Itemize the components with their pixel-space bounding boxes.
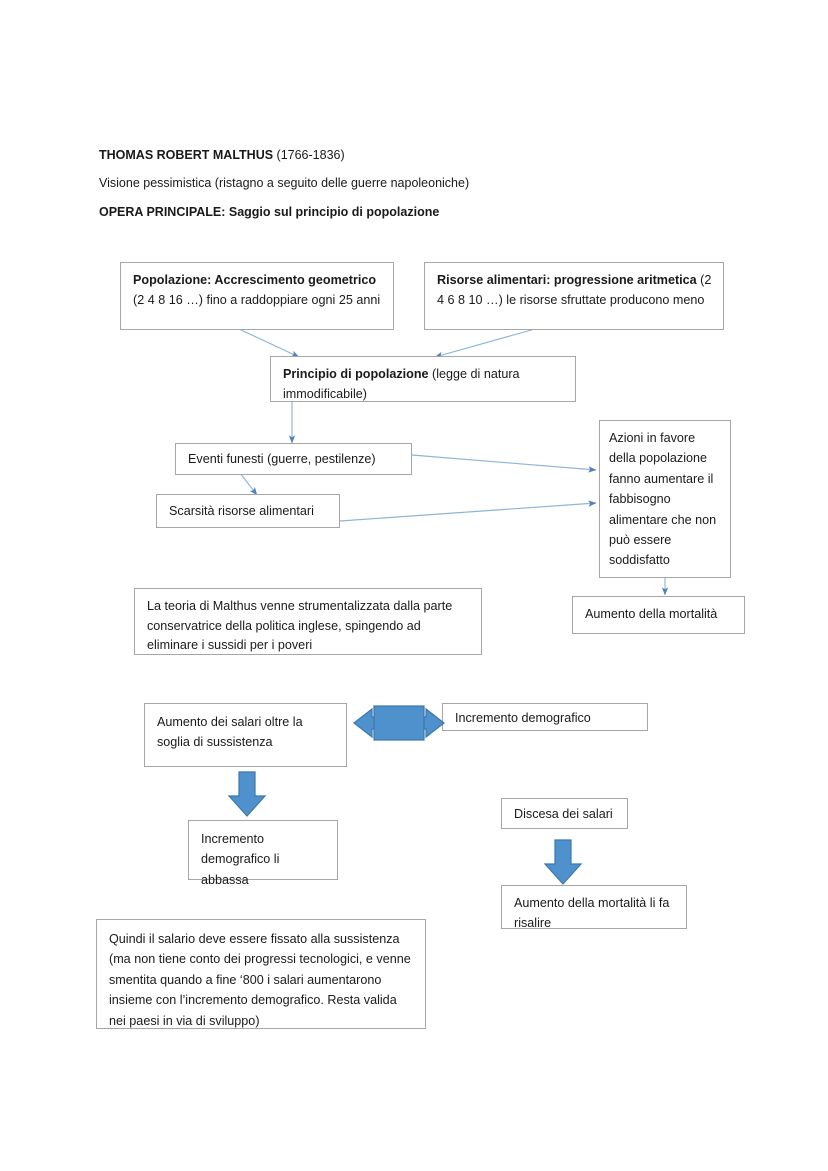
box-risorse: Risorse alimentari: progressione aritmet… xyxy=(424,262,724,330)
page-title-years: (1766-1836) xyxy=(273,148,345,162)
arrow-popolazione-to-principio xyxy=(238,328,300,358)
box-aumento-mortalita: Aumento della mortalità xyxy=(572,596,745,634)
box-popolazione-bold: Popolazione: Accrescimento geometrico xyxy=(133,273,377,287)
arrow-risorse-to-principio xyxy=(434,328,536,359)
box-risorse-bold: Risorse alimentari: progressione aritmet… xyxy=(437,273,697,287)
box-azioni-in-favore: Azioni in favore della popolazione fanno… xyxy=(599,420,731,578)
opera-principale-line: OPERA PRINCIPALE: Saggio sul principio d… xyxy=(99,205,440,219)
arrow-eventi-to-scarsita xyxy=(239,472,258,496)
box-conclusione: Quindi il salario deve essere fissato al… xyxy=(96,919,426,1029)
box-eventi-funesti: Eventi funesti (guerre, pestilenze) xyxy=(175,443,412,475)
box-mortalita-risalire: Aumento della mortalità li fa risalire xyxy=(501,885,687,930)
box-principio-bold: Principio di popolazione xyxy=(283,367,429,381)
box-incremento-abbassa: Incremento demografico li abbassa xyxy=(188,820,338,887)
box-discesa-salari: Discesa dei salari xyxy=(501,798,628,829)
page-title-bold: THOMAS ROBERT MALTHUS xyxy=(99,148,274,162)
down-arrow-icon-mortalita xyxy=(543,839,583,885)
box-risorse-rest: (2 4 6 8 10 …) le risorse sfruttate prod… xyxy=(437,273,712,307)
box-principio-rest: (legge di natura immodificabile) xyxy=(283,367,520,401)
box-scarsita-risorse: Scarsità risorse alimentari xyxy=(156,494,340,528)
box-popolazione-rest: (2 4 8 16 …) fino a raddoppiare ogni 25 … xyxy=(133,292,381,307)
page-title: THOMAS ROBERT MALTHUS (1766-1836) xyxy=(99,148,345,164)
box-teoria-strumentalizzata: La teoria di Malthus venne strumentalizz… xyxy=(134,588,482,655)
arrow-eventi-to-azioni xyxy=(411,454,597,473)
arrow-scarsita-to-azioni xyxy=(339,500,597,522)
box-popolazione: Popolazione: Accrescimento geometrico (2… xyxy=(120,262,394,330)
box-aumento-salari: Aumento dei salari oltre la soglia di su… xyxy=(144,703,347,767)
double-arrow-icon xyxy=(353,705,445,741)
subtitle-line: Visione pessimistica (ristagno a seguito… xyxy=(99,176,470,190)
down-arrow-icon-salari xyxy=(227,771,267,817)
box-principio-di-popolazione: Principio di popolazione (legge di natur… xyxy=(270,356,576,402)
box-incremento-demografico: Incremento demografico xyxy=(442,703,648,731)
